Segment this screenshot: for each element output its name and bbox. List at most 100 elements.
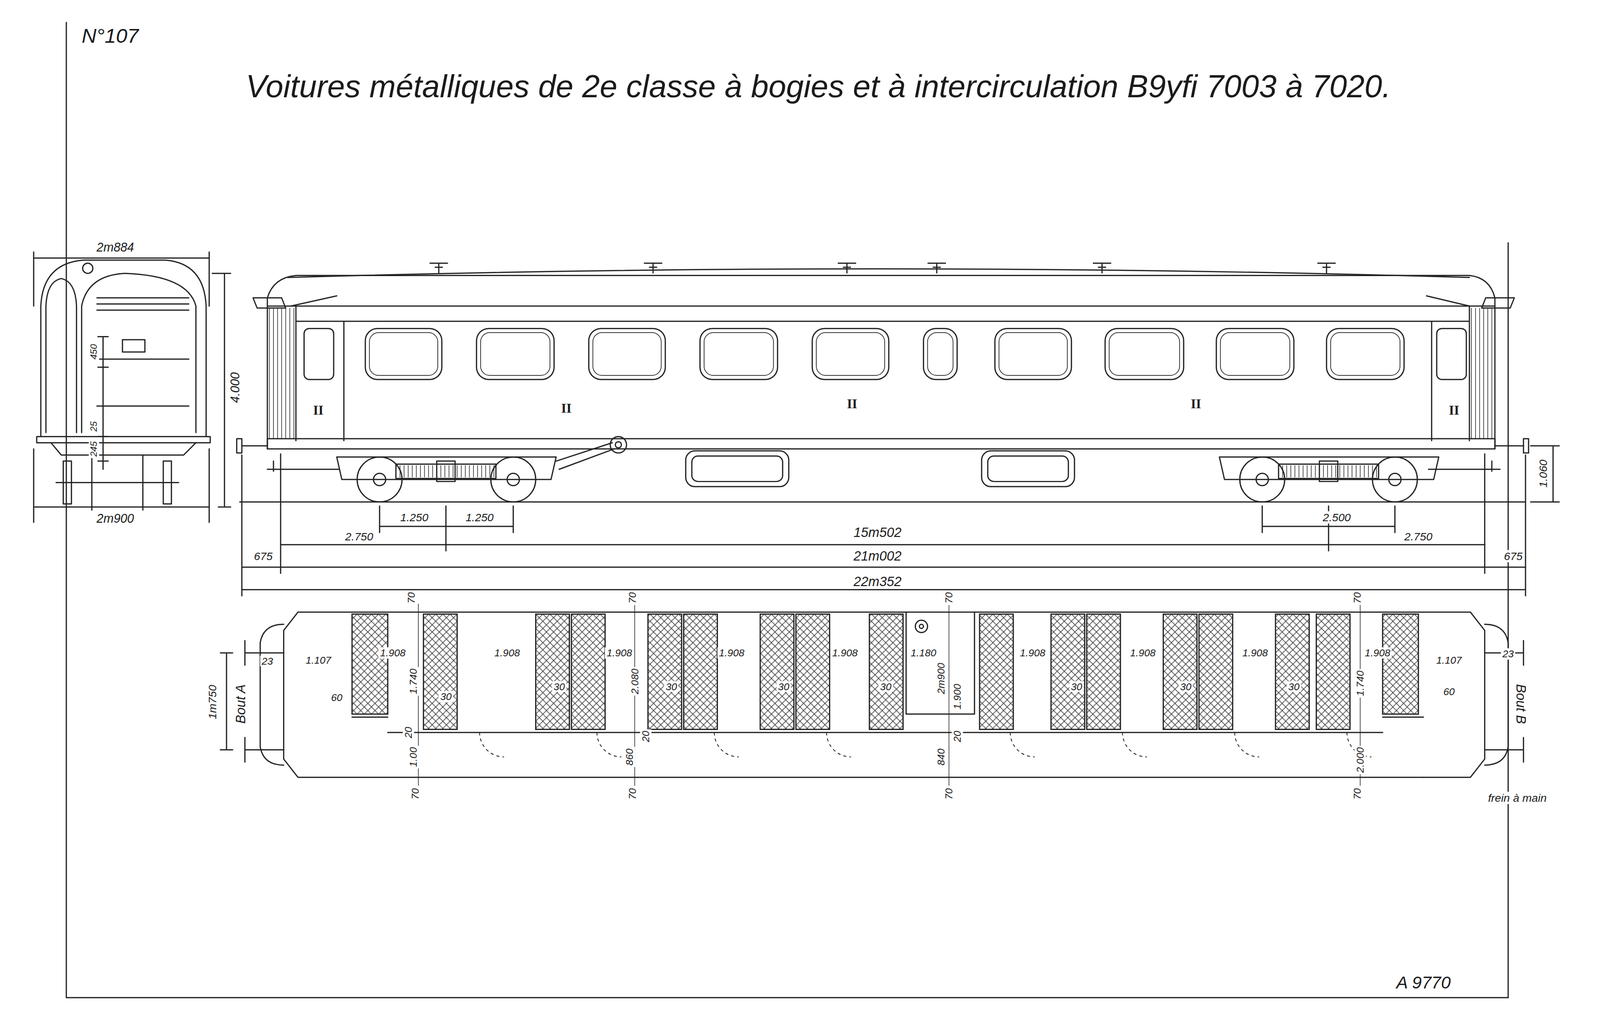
- drawing-line: [987, 456, 1069, 482]
- dimension-label: 860: [624, 746, 636, 768]
- note-label: frein à main: [1486, 791, 1548, 804]
- dimension-label: 450: [88, 342, 100, 362]
- drawing-line: [122, 339, 145, 352]
- dimension-label: 2.750: [343, 530, 375, 543]
- bogie-spring: [1355, 465, 1357, 478]
- dimension-label: 70: [627, 590, 639, 605]
- drawing-line: [919, 624, 924, 629]
- bogie-spring: [416, 465, 417, 478]
- dimension-label: 1.060: [1536, 457, 1549, 489]
- dimension-label: 20: [640, 729, 652, 744]
- drawing-line: [915, 620, 928, 633]
- dimension-label: 1.908: [1240, 647, 1270, 659]
- dimension-label: 1.908: [1363, 647, 1392, 659]
- drawing-line: [436, 461, 456, 483]
- dimension-label: 70: [1351, 590, 1363, 605]
- dimension-label: 70: [943, 786, 955, 801]
- drawing-line: [373, 473, 386, 486]
- dimension-label: 30: [664, 681, 679, 693]
- drawing-line: [239, 501, 1526, 503]
- gangway-bellows: [1491, 308, 1492, 439]
- bogie-spring: [1302, 465, 1304, 478]
- bogie-spring: [1364, 465, 1365, 478]
- door-swing: [479, 732, 505, 758]
- window-outline: [1326, 328, 1404, 380]
- drawing-line: [610, 436, 627, 454]
- drawing-line: [1436, 328, 1467, 380]
- dimension-label: 20: [402, 725, 414, 740]
- dimension-label: 675: [1502, 549, 1524, 563]
- drawing-line: [241, 454, 1526, 574]
- drawing-line: [267, 306, 1495, 450]
- bogie-spring: [432, 465, 433, 478]
- door-swing: [826, 732, 852, 758]
- window-outline: [812, 328, 889, 380]
- door-swing: [597, 732, 622, 758]
- dimension-label: 2m900: [935, 661, 947, 696]
- gangway-bellows: [285, 308, 286, 439]
- drawing-line: [96, 297, 189, 311]
- end-label: Bout B: [1513, 682, 1528, 726]
- drawing-line: [45, 278, 77, 433]
- dimension-label: 70: [1351, 786, 1363, 801]
- bogie-spring: [464, 465, 466, 478]
- dimension-label: 15m502: [852, 525, 904, 540]
- bogie-spring: [489, 465, 490, 478]
- dimension-label: 2.500: [1321, 511, 1353, 524]
- bogie-spring: [1298, 465, 1300, 478]
- dimension-label: 1.908: [1018, 647, 1047, 659]
- window-outline: [1216, 328, 1294, 380]
- drawing-line: [1239, 457, 1285, 502]
- dimension-label: 1.908: [717, 647, 746, 659]
- drawing-line: [336, 457, 556, 480]
- bogie-spring: [444, 465, 446, 478]
- class-mark: II: [845, 397, 859, 412]
- seat-bench: [796, 614, 830, 730]
- drawing-line: [1523, 438, 1529, 454]
- dimension-label: 840: [935, 746, 947, 768]
- gangway-bellows: [1471, 308, 1472, 439]
- seat-bench: [1086, 614, 1121, 730]
- bogie-spring: [1323, 465, 1324, 478]
- dimension-label: 20: [951, 729, 963, 744]
- drawing-line: [269, 263, 1492, 758]
- drawing-line: [396, 464, 497, 479]
- seat-bench: [1316, 614, 1351, 730]
- bogie-spring: [473, 465, 474, 478]
- dimension-label: 2m884: [95, 240, 136, 254]
- seat-bench: [351, 614, 388, 715]
- bogie-spring: [420, 465, 421, 478]
- bogie-spring: [440, 465, 441, 478]
- drawing-line: [685, 451, 789, 487]
- bogie-spring: [424, 465, 425, 478]
- door-swing: [1234, 732, 1260, 758]
- drawing-line: [81, 273, 197, 433]
- bogie-spring: [481, 465, 482, 478]
- bogie-spring: [1371, 465, 1373, 478]
- gangway-bellows: [293, 308, 294, 439]
- door-swing: [714, 732, 740, 758]
- drawing-title: Voitures métalliques de 2e classe à bogi…: [245, 70, 1391, 103]
- dimension-label: 1.250: [463, 511, 495, 524]
- drawing-line: [1256, 473, 1269, 486]
- drawing-line: [906, 612, 975, 715]
- seat-bench: [869, 614, 904, 730]
- bogie-spring: [1351, 465, 1353, 478]
- gangway-bellows: [269, 308, 270, 439]
- dimension-label: 21m002: [852, 548, 904, 564]
- bogie-spring: [1290, 465, 1291, 478]
- bogie-spring: [457, 465, 458, 478]
- dimension-label: 1.908: [830, 647, 859, 659]
- drawing-line: [507, 473, 520, 486]
- seat-bench: [535, 614, 570, 730]
- dimension-label: 30: [1178, 681, 1193, 693]
- bogie-spring: [1294, 465, 1295, 478]
- drawing-line: [351, 612, 1424, 778]
- drawing-line: [36, 436, 211, 443]
- class-mark: II: [1189, 397, 1203, 412]
- roof-ventilator: [927, 263, 946, 274]
- bogie-spring: [1368, 465, 1369, 478]
- roof-ventilator: [643, 263, 662, 274]
- drawing-line: [97, 336, 109, 470]
- note-label: N°107: [80, 25, 141, 47]
